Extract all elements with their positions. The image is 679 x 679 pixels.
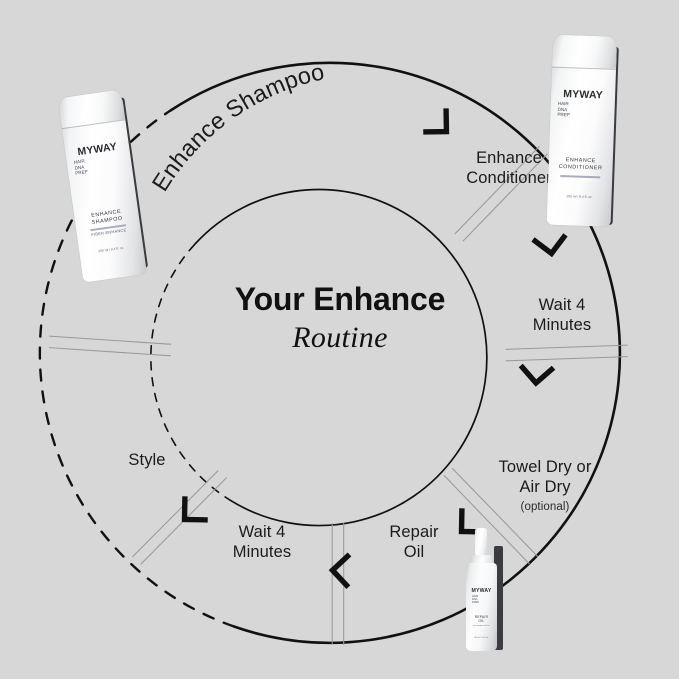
step-label-wait-4-minutes-1: Wait 4 Minutes [532, 296, 592, 335]
chevron-5 [328, 552, 352, 590]
repair-oil-neck [470, 555, 492, 564]
repair-oil-descriptor: FIBER REPAIR [471, 626, 492, 628]
step-label-enhance-shampoo-curved: Enhance Shampoo [147, 58, 327, 195]
step-label-towel-dry-or-air-dry: Towel Dry or Air Dry (optional) [465, 437, 625, 535]
shampoo-volume: 250 ml / 8.4 fl. oz. [98, 245, 125, 254]
towel-dry-optional-note: (optional) [520, 501, 570, 514]
curved-text-path: Enhance Shampoo [147, 58, 327, 195]
repair-oil-brand-sub: HAIR DNA PREP [472, 595, 480, 605]
step-label-repair-oil: Repair Oil [389, 523, 439, 562]
conditioner-brand: MYWAY [563, 88, 604, 102]
repair-oil-shadow [494, 546, 503, 650]
repair-oil-brand: MYWAY [471, 588, 492, 594]
repair-oil-dropper-cap [475, 528, 487, 556]
repair-oil-body: MYWAY HAIR DNA PREP REPAIR OIL FIBER REP… [466, 563, 497, 651]
chevron-1 [423, 108, 450, 135]
center-title-block: Your Enhance Routine [170, 281, 510, 355]
conditioner-volume: 250 ml / 8.4 fl. oz. [566, 194, 593, 200]
shampoo-product-name: ENHANCE SHAMPOO [90, 208, 124, 226]
center-title-line1: Your Enhance [234, 281, 446, 317]
product-conditioner-bottle: MYWAY HAIR DNA PREP ENHANCE CONDITIONER … [543, 31, 638, 227]
shampoo-bottle-body: MYWAY HAIR DNA PREP ENHANCE SHAMPOO FIBE… [57, 89, 147, 283]
conditioner-brand-sub: HAIR DNA PREP [557, 100, 571, 118]
step-label-style: Style [128, 451, 166, 469]
conditioner-product-name: ENHANCE CONDITIONER [558, 157, 603, 172]
conditioner-bottle-body: MYWAY HAIR DNA PREP ENHANCE CONDITIONER … [546, 34, 618, 227]
chevron-3 [518, 363, 556, 387]
center-title-line2: Routine [292, 320, 388, 354]
shampoo-bottle-cap [57, 89, 126, 129]
chevron-6 [181, 496, 208, 523]
towel-dry-text: Towel Dry or Air Dry [498, 458, 592, 497]
product-shampoo-bottle: MYWAY HAIR DNA PREP ENHANCE SHAMPOO FIBE… [53, 83, 167, 283]
step-label-wait-4-minutes-2: Wait 4 Minutes [232, 523, 292, 562]
conditioner-descriptor: FIBER ENHANCE [562, 176, 598, 183]
chevron-2 [531, 233, 568, 258]
step-label-enhance-conditioner: Enhance Conditioner [466, 149, 552, 188]
inner-circle-solid [194, 188, 488, 527]
product-repair-oil-bottle: MYWAY HAIR DNA PREP REPAIR OIL FIBER REP… [455, 528, 517, 654]
repair-oil-product-name: REPAIR OIL [474, 615, 489, 624]
repair-oil-accent-bar [473, 625, 490, 627]
conditioner-bottle-cap [552, 34, 618, 69]
repair-oil-volume: 30 ml / 1 fl. oz. [474, 637, 489, 639]
